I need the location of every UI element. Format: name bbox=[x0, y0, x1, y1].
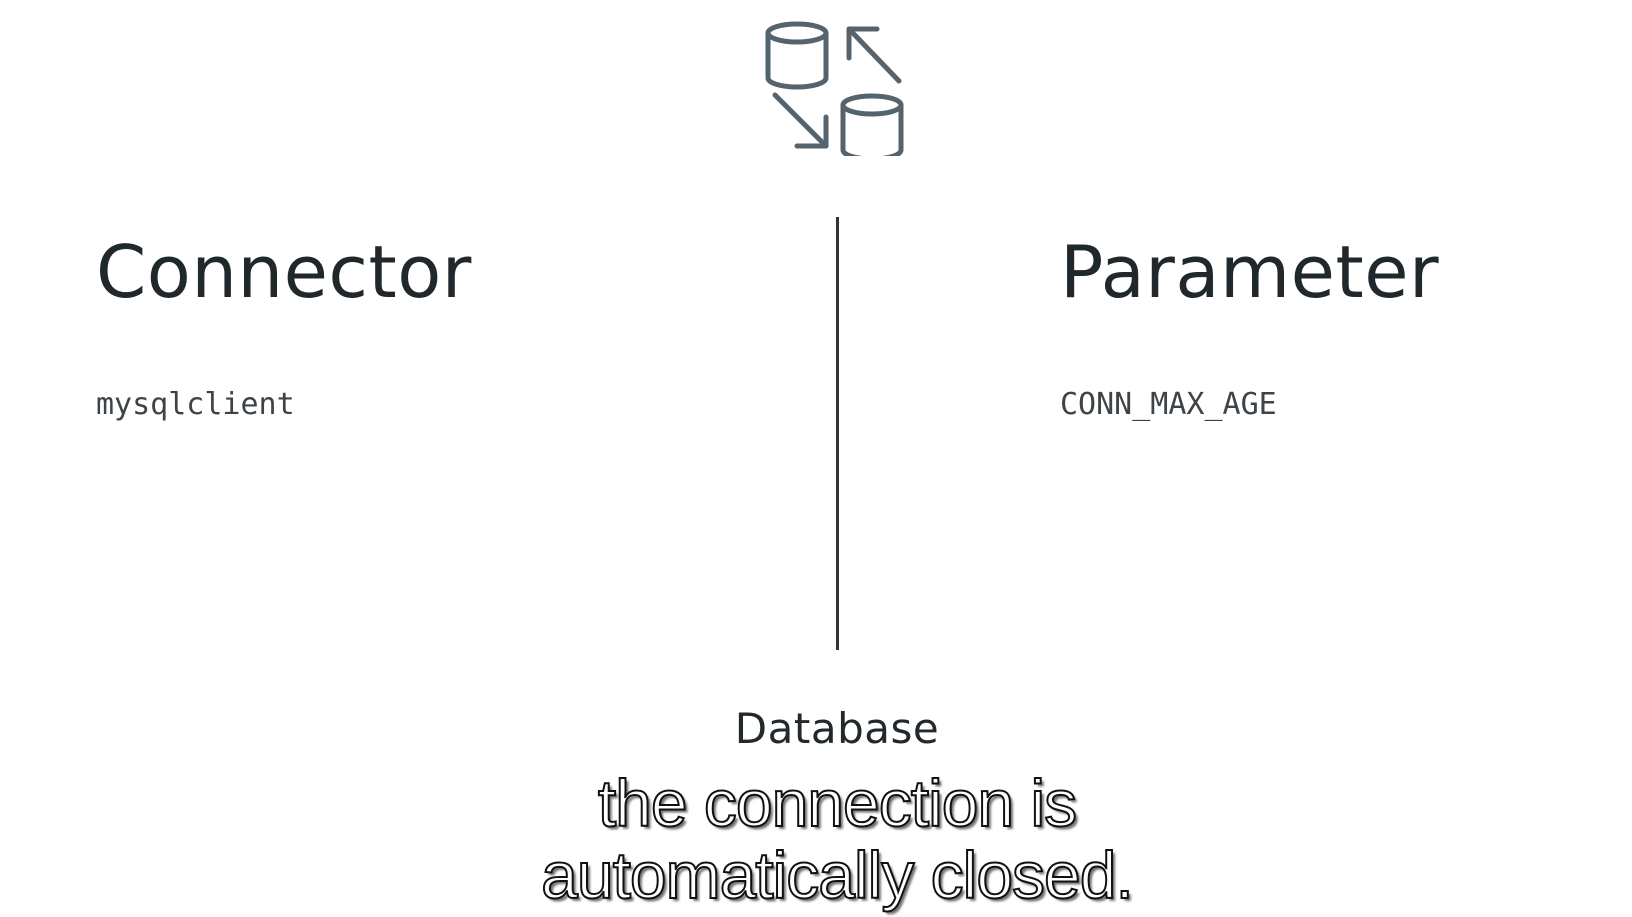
connector-value: mysqlclient bbox=[96, 387, 295, 422]
parameter-heading: Parameter bbox=[1060, 230, 1440, 314]
connector-heading: Connector bbox=[96, 230, 472, 314]
database-cylinder-icon bbox=[840, 93, 904, 156]
video-subtitle: the connection is automatically closed. bbox=[0, 766, 1632, 912]
database-cylinder-icon bbox=[765, 21, 829, 90]
database-label: Database bbox=[734, 704, 940, 753]
subtitle-line-1: the connection is bbox=[597, 766, 1078, 840]
arrow-up-left-icon bbox=[846, 26, 902, 84]
arrow-down-right-icon bbox=[772, 92, 829, 149]
subtitle-line-2: automatically closed. bbox=[540, 838, 1135, 912]
parameter-value: CONN_MAX_AGE bbox=[1060, 387, 1277, 422]
vertical-divider bbox=[836, 217, 839, 650]
database-sync-icon bbox=[765, 21, 904, 156]
